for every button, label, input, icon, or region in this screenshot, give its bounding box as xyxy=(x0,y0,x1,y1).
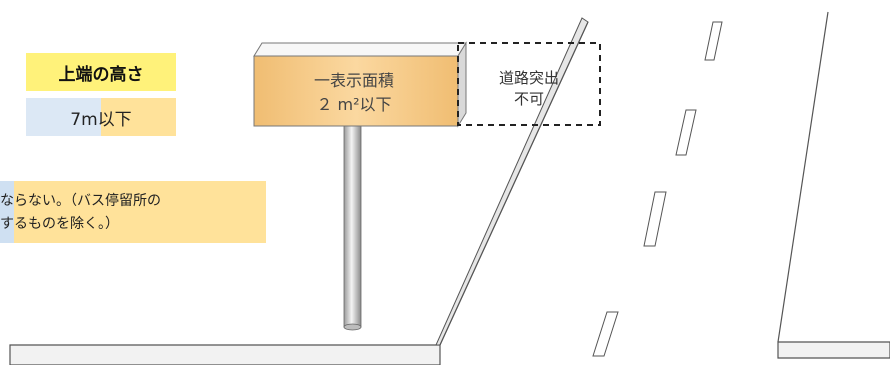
lane-dash xyxy=(675,109,697,156)
note-line1: ならない。（バス停留所の xyxy=(0,193,161,209)
lane-dash xyxy=(592,311,619,357)
height-label: 上端の高さ xyxy=(26,53,176,91)
protrusion-line2: 不可 xyxy=(513,90,544,108)
lane-dash xyxy=(643,191,667,247)
lane-dash xyxy=(704,21,723,61)
protrusion-text: 道路突出 不可 xyxy=(460,58,598,120)
road-edge-left xyxy=(439,21,589,346)
sign-area-line1: 一表示面積 xyxy=(313,71,394,90)
protrusion-zone xyxy=(457,42,601,126)
road-edge-right xyxy=(777,11,829,343)
right-curb xyxy=(777,341,890,359)
sign-pole xyxy=(343,124,362,328)
left-curb-top xyxy=(9,344,441,365)
sign-area-line2: ２ m²以下 xyxy=(316,95,392,114)
sign-pole-base xyxy=(343,323,362,331)
regulation-note: ならない。（バス停留所の するものを除く。） xyxy=(0,181,266,243)
protrusion-line1: 道路突出 xyxy=(498,69,559,87)
sign-board-top xyxy=(253,42,467,57)
note-line2: するものを除く。） xyxy=(0,216,119,232)
sign-area-text: 一表示面積 ２ m²以下 xyxy=(254,58,454,128)
height-limit-value: 7m以下 xyxy=(26,98,176,136)
